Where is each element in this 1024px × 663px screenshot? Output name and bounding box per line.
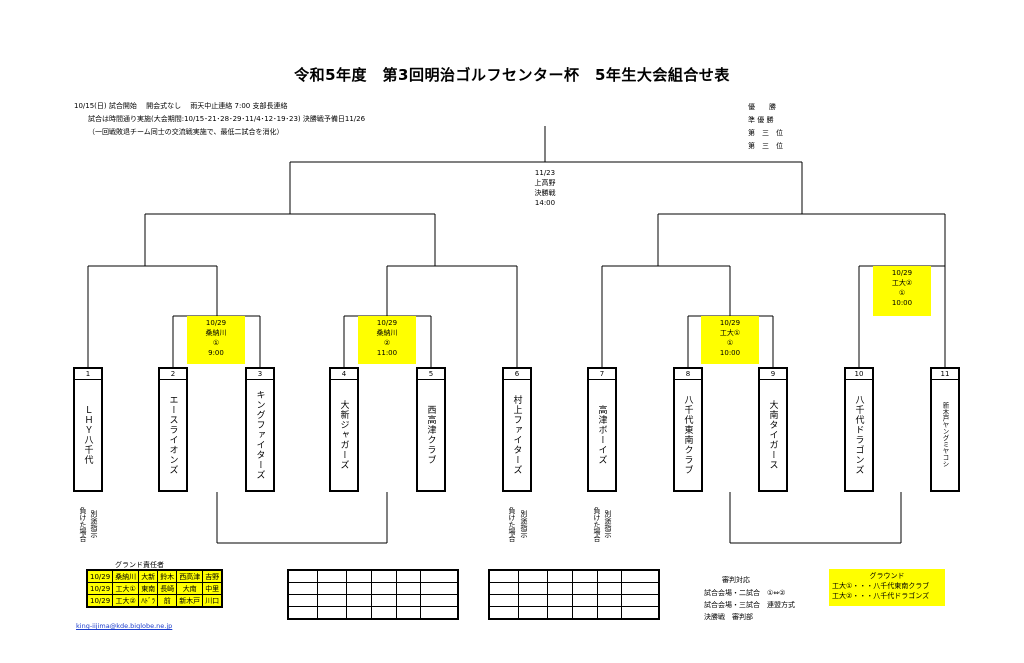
team-name: 高津ボーイズ [596,404,607,465]
team-name: 大南タイガース [767,399,778,470]
team-name: 八千代東南クラブ [682,394,693,475]
team-name: 村上ファイターズ [511,394,522,475]
match-field: ① [898,289,906,297]
ground-assignment-box: グラウンド 工大①・・・八千代東南クラブ 工大②・・・八千代ドラゴンズ [829,569,945,606]
lose-note-6a: 負けた場合 [508,507,516,542]
team-box-5: 5 西高津クラブ [416,367,446,492]
referee-line-1: 試合会場・二試合 ①⇔② [704,589,786,597]
lose-note-6b: 別途指示 [520,510,528,538]
ground-duty-table: 10/29 桑納川 大新 鈴木 西高津 吉野 10/29 工大① 東南 長崎 大… [86,569,224,608]
team-box-7: 7 高津ボーイズ [587,367,617,492]
lose-note-1a: 負けた場合 [79,507,87,542]
page-title: 令和5年度 第3回明治ゴルフセンター杯 5年生大会組合せ表 [294,66,730,84]
match-time: 10:00 [719,349,741,357]
team-box-11: 11 新木戸ヤングミヤコシ [930,367,960,492]
match-date: 10/29 [719,319,741,327]
match-time: 11:00 [376,349,398,357]
team-name: 大新ジャガーズ [338,399,349,470]
match-box-1: 10/29 桑納川 ① 9:00 [187,316,245,364]
final-date: 11/23 [534,169,556,177]
match-date: 10/29 [376,319,398,327]
match-date: 10/29 [891,269,913,277]
team-name: キングファイターズ [254,389,265,480]
team-number: 8 [675,369,701,380]
team-name: ＬＨＹ八千代 [82,404,93,465]
ground-title: グラウンド [869,572,905,580]
final-info: 11/23 上高野 決勝戦 14:00 [515,168,575,208]
referee-title: 審判対応 [722,576,750,584]
team-number: 1 [75,369,101,380]
placing-champion: 優 勝 [748,103,776,111]
team-number: 5 [418,369,444,380]
team-box-8: 8 八千代東南クラブ [673,367,703,492]
team-name: 西高津クラブ [425,404,436,465]
team-box-1: 1 ＬＨＹ八千代 [73,367,103,492]
lose-note-1b: 別途指示 [90,510,98,538]
team-number: 7 [589,369,615,380]
ground-line-2: 工大②・・・八千代ドラゴンズ [832,592,930,600]
team-box-9: 9 大南タイガース [758,367,788,492]
team-name: 八千代ドラゴンズ [853,394,864,475]
table-row: 10/29 工大① 東南 長崎 大南 中里 [86,582,223,595]
match-time: 10:00 [891,299,913,307]
team-number: 9 [760,369,786,380]
final-venue: 上高野 [534,179,556,187]
referee-line-2: 試合会場・三試合 連盟方式 [704,601,795,609]
blank-grid-2 [488,569,660,620]
team-number: 4 [331,369,357,380]
match-venue: 工大① [719,329,741,337]
match-field: ① [212,339,220,347]
note-line-3: （一回戦敗退チーム同士の交流戦実施で、最低二試合を消化） [88,128,284,136]
ground-line-1: 工大①・・・八千代東南クラブ [832,582,930,590]
match-field: ① [726,339,734,347]
match-venue: 桑納川 [376,329,398,337]
lose-note-7a: 負けた場合 [593,507,601,542]
referee-line-3: 決勝戦 審判部 [704,613,753,621]
note-line-1: 10/15(日) 試合開始 開会式なし 雨天中止連絡 7:00 支部長連絡 [74,102,288,110]
match-field: ② [383,339,391,347]
team-box-10: 10 八千代ドラゴンズ [844,367,874,492]
team-number: 6 [504,369,530,380]
match-venue: 工大② [891,279,913,287]
team-number: 2 [160,369,186,380]
match-date: 10/29 [205,319,227,327]
placing-third-b: 第 三 位 [748,142,783,150]
team-number: 10 [846,369,872,380]
match-venue: 桑納川 [205,329,227,337]
final-time: 14:00 [534,199,556,207]
team-box-2: 2 エースライオンズ [158,367,188,492]
ground-duty-title: グランド責任者 [115,561,164,569]
final-label: 決勝戦 [534,189,556,197]
placing-third-a: 第 三 位 [748,129,783,137]
team-name: エースライオンズ [167,394,178,475]
match-box-3: 10/29 工大① ① 10:00 [701,316,759,364]
match-time: 9:00 [208,349,224,357]
team-box-3: 3 キングファイターズ [245,367,275,492]
team-number: 3 [247,369,273,380]
match-box-4: 10/29 工大② ① 10:00 [873,266,931,316]
email-link[interactable]: king-iijima@kde.biglobe.ne.jp [76,622,173,630]
team-box-4: 4 大新ジャガーズ [329,367,359,492]
table-row: 10/29 工大② ﾊﾄﾞﾗ 前 新木戸 川口 [86,594,223,608]
team-box-6: 6 村上ファイターズ [502,367,532,492]
placing-runner-up: 準 優 勝 [748,116,774,124]
team-number: 11 [932,369,958,380]
blank-grid-1 [287,569,459,620]
match-box-2: 10/29 桑納川 ② 11:00 [358,316,416,364]
lose-note-7b: 別途指示 [604,510,612,538]
table-row: 10/29 桑納川 大新 鈴木 西高津 吉野 [86,569,223,583]
note-line-2: 試合は時間通り実施(大会期間:10/15･21･28･29･11/4･12･19… [88,115,366,123]
team-name: 新木戸ヤングミヤコシ [941,402,949,467]
